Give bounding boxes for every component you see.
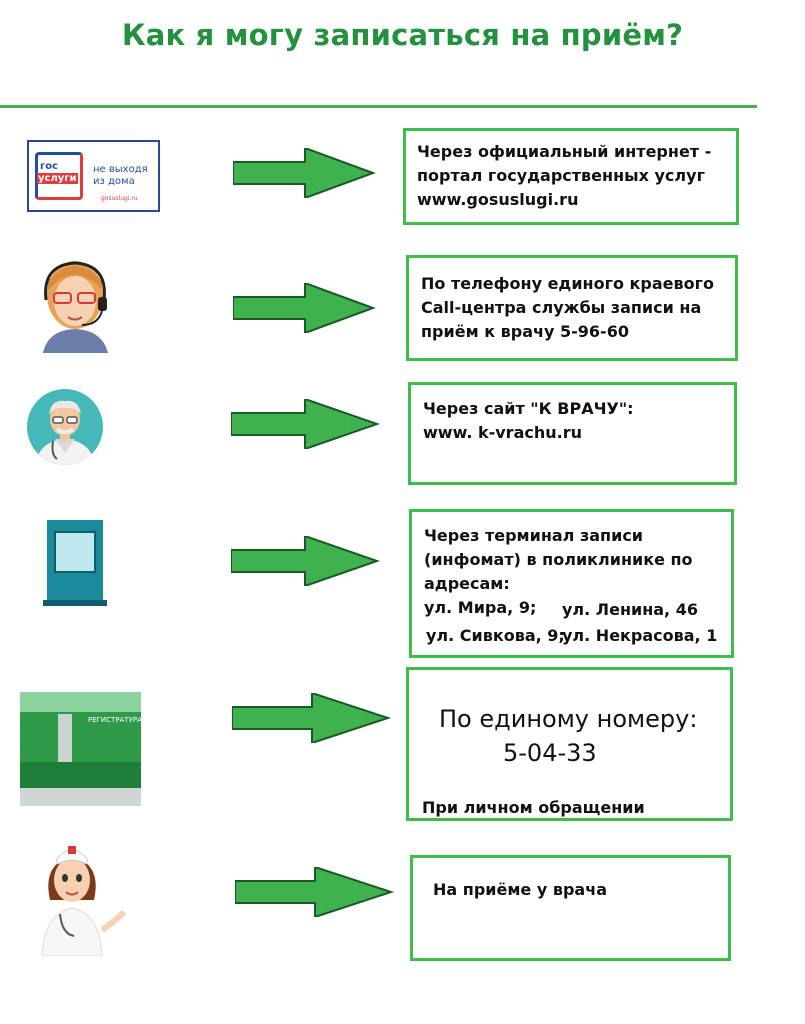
page-title: Как я могу записаться на приём? xyxy=(121,18,684,52)
arrow-right-icon xyxy=(233,148,376,198)
method-box-k-vrachu: Через сайт "К ВРАЧУ": www. k-vrachu.ru xyxy=(408,382,737,485)
call-center-operator-icon xyxy=(38,255,113,353)
address-item: ул. Ленина, 46 xyxy=(562,600,698,619)
gosuslugi-logo-icon: гос услуги не выходя из дома gosuslugi.r… xyxy=(27,140,160,212)
method-box-terminal: Через терминал записи (инфомат) в поликл… xyxy=(409,509,734,658)
address-item: ул. Некрасова, 1 xyxy=(562,626,718,645)
title-divider xyxy=(0,105,757,108)
doctor-avatar-icon xyxy=(27,389,103,465)
method-box-personal-visit: По единому номеру: 5-04-33 При личном об… xyxy=(406,667,733,821)
gosuslugi-slogan-1: не выходя xyxy=(93,164,148,175)
registry-sign: РЕГИСТРАТУРА xyxy=(88,716,141,724)
arrow-right-icon xyxy=(232,693,392,743)
arrow-right-icon xyxy=(231,399,381,449)
method-box-call-center: По телефону единого краевого Call-центра… xyxy=(406,255,738,361)
gosuslugi-site: gosuslugi.ru xyxy=(101,195,138,202)
arrow-right-icon xyxy=(235,867,395,917)
method-text: По телефону единого краевого Call-центра… xyxy=(421,274,714,341)
arrow-right-icon xyxy=(233,283,376,333)
address-item: ул. Сивкова, 9; xyxy=(426,626,565,645)
method-text: Через терминал записи (инфомат) в поликл… xyxy=(424,526,693,593)
arrow-right-icon xyxy=(231,536,381,586)
method-text: При личном обращении xyxy=(422,798,645,817)
gosuslugi-logo-text-bottom: услуги xyxy=(37,173,78,184)
address-item: ул. Мира, 9; xyxy=(424,598,537,617)
registry-desk-image: РЕГИСТРАТУРА xyxy=(20,692,141,806)
gosuslugi-logo-text-top: гос xyxy=(40,161,59,172)
method-text: На приёме у врача xyxy=(433,880,607,899)
method-box-gosuslugi: Через официальный интернет - портал госу… xyxy=(403,128,739,225)
method-box-doctor-visit: На приёме у врача xyxy=(410,855,731,961)
method-text: Через сайт "К ВРАЧУ": www. k-vrachu.ru xyxy=(423,399,634,442)
phone-caption: По единому номеру: xyxy=(439,705,698,733)
gosuslugi-slogan-2: из дома xyxy=(93,176,135,187)
terminal-kiosk-icon xyxy=(43,520,107,606)
method-text: Через официальный интернет - портал госу… xyxy=(417,142,712,209)
phone-number: 5-04-33 xyxy=(503,739,597,767)
nurse-icon xyxy=(22,834,130,956)
